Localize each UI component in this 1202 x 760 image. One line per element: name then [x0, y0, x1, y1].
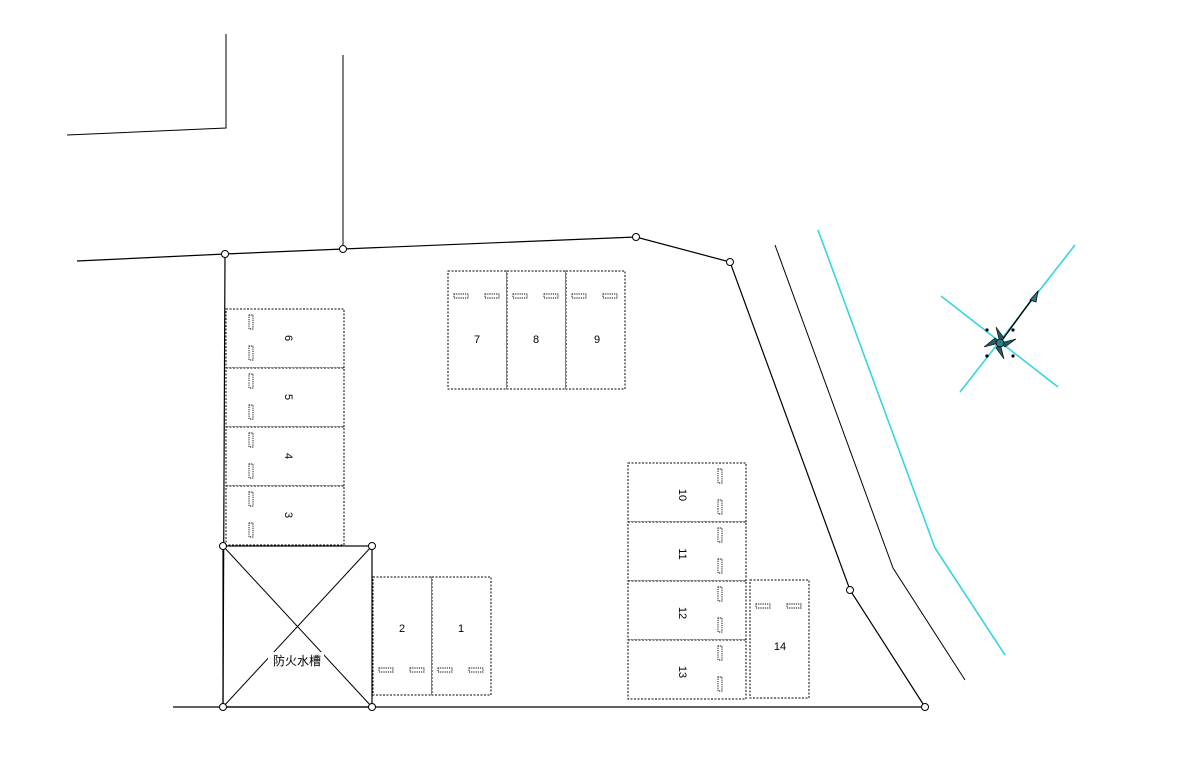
road-line-top-left: [66, 34, 227, 136]
slot-number: 5: [282, 394, 294, 400]
parking-slot-13: 13: [627, 639, 747, 700]
survey-points: [219, 233, 929, 711]
north-arrow-icon: [940, 244, 1076, 393]
parking-slot-2: 2: [372, 576, 433, 696]
slot-number: 11: [676, 548, 688, 559]
parking-slot-1: 1: [431, 576, 492, 696]
waterway-line: [817, 229, 1006, 656]
slot-number: 2: [399, 623, 405, 635]
parking-slot-9: 9: [565, 270, 626, 390]
fire-cistern: 防火水槽: [222, 545, 373, 708]
parking-slot-4: 4: [225, 426, 345, 487]
slot-number: 1: [458, 623, 464, 635]
parking-slot-3: 3: [225, 485, 345, 546]
parking-slot-14: 14: [749, 579, 810, 699]
slot-number: 12: [676, 607, 688, 619]
slot-number: 10: [676, 489, 688, 501]
parking-slot-10: 10: [627, 462, 747, 523]
parking-slot-8: 8: [506, 270, 567, 390]
slot-number: 13: [676, 666, 688, 678]
cistern-label: 防火水槽: [273, 653, 321, 668]
road-edge-line: [774, 244, 966, 681]
slot-number: 8: [533, 334, 539, 346]
slot-number: 7: [474, 334, 480, 346]
slot-number: 3: [282, 512, 294, 518]
parking-slot-6: 6: [225, 308, 345, 369]
parking-slot-11: 11: [627, 521, 747, 582]
slot-number: 6: [282, 335, 294, 341]
parking-slot-7: 7: [447, 270, 508, 390]
slot-number: 4: [282, 453, 294, 459]
parking-slot-5: 5: [225, 367, 345, 428]
slot-number: 14: [774, 641, 786, 653]
parking-slot-12: 12: [627, 580, 747, 641]
slot-number: 9: [594, 334, 600, 346]
